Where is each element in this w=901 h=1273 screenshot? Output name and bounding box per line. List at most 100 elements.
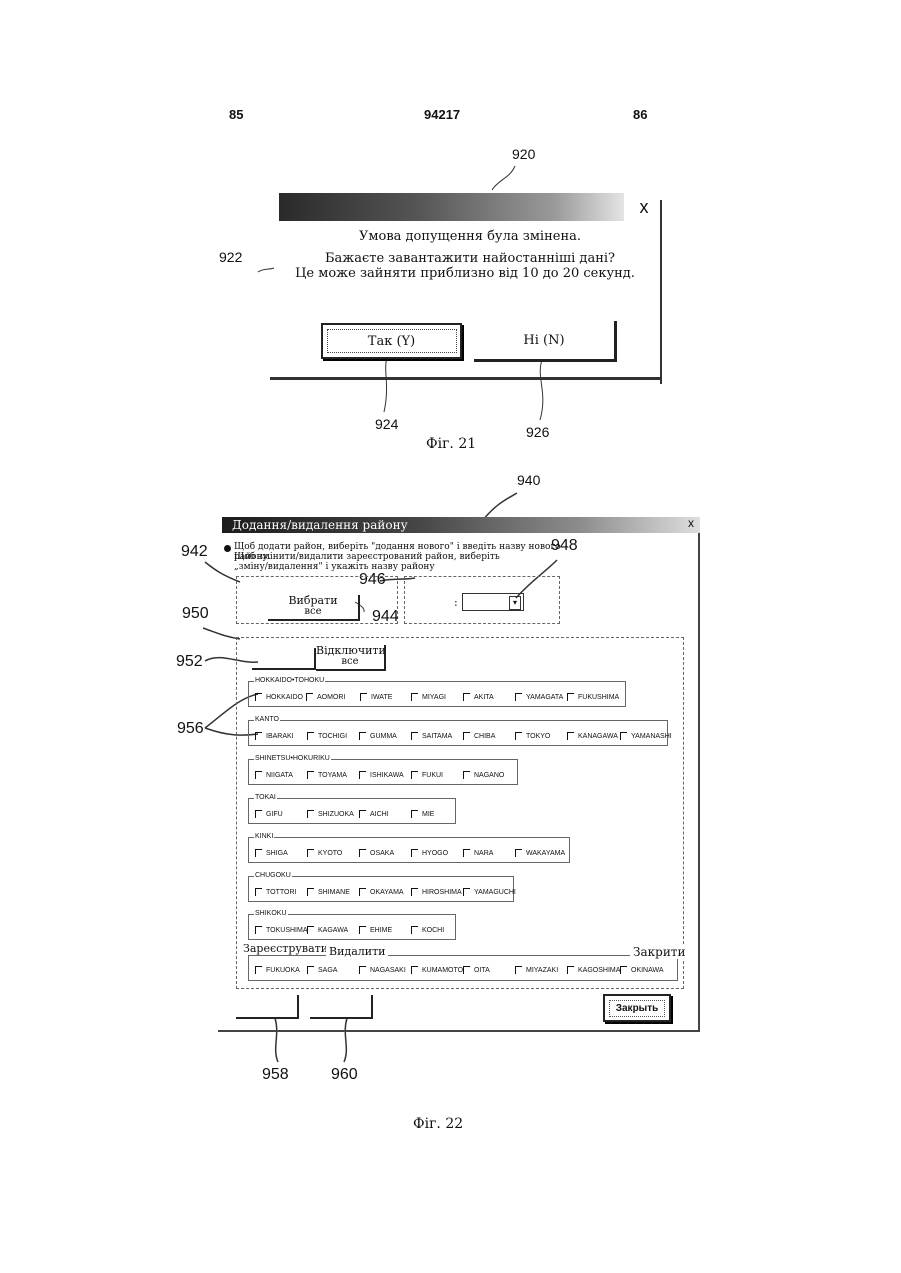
checkbox-icon — [463, 888, 470, 896]
checkbox-yamaguchi[interactable]: YAMAGUCHI — [463, 888, 516, 896]
figure-22-caption: Фіг. 22 — [413, 1116, 463, 1132]
checkbox-kumamoto[interactable]: KUMAMOTO — [411, 966, 463, 974]
checkbox-icon — [255, 888, 262, 896]
instruction-line2: Щоб змінити/видалити зареєстрований райо… — [234, 552, 564, 562]
dialog-frame-right — [698, 533, 700, 1031]
checkbox-label: AKITA — [474, 694, 494, 701]
checkbox-nagasaki[interactable]: NAGASAKI — [359, 966, 406, 974]
checkbox-akita[interactable]: AKITA — [463, 693, 494, 701]
checkbox-miyazaki[interactable]: MIYAZAKI — [515, 966, 558, 974]
checkbox-shizuoka[interactable]: SHIZUOKA — [307, 810, 354, 818]
checkbox-shimane[interactable]: SHIMANE — [307, 888, 350, 896]
checkbox-icon — [307, 810, 314, 818]
group-label: KANTO — [254, 716, 280, 723]
close-icon[interactable]: x — [688, 516, 702, 532]
register-button[interactable] — [236, 995, 299, 1019]
checkbox-label: SHIGA — [266, 850, 288, 857]
checkbox-nara[interactable]: NARA — [463, 849, 493, 857]
checkbox-label: TOTTORI — [266, 889, 296, 896]
checkbox-label: OITA — [474, 967, 490, 974]
checkbox-icon — [255, 849, 262, 857]
dialog-message-line2: Бажаєте завантажити найостанніші дані? — [290, 251, 650, 266]
delete-button[interactable] — [310, 995, 373, 1019]
checkbox-fukuoka[interactable]: FUKUOKA — [255, 966, 300, 974]
checkbox-toyama[interactable]: TOYAMA — [307, 771, 347, 779]
checkbox-okinawa[interactable]: OKINAWA — [620, 966, 664, 974]
checkbox-shiga[interactable]: SHIGA — [255, 849, 288, 857]
checkbox-iwate[interactable]: IWATE — [360, 693, 392, 701]
checkbox-wakayama[interactable]: WAKAYAMA — [515, 849, 565, 857]
instruction-line3: „зміну/видалення" і укажіть назву району — [234, 562, 564, 572]
checkbox-kagoshima[interactable]: KAGOSHIMA — [567, 966, 620, 974]
checkbox-fukushima[interactable]: FUKUSHIMA — [567, 693, 619, 701]
checkbox-yamagata[interactable]: YAMAGATA — [515, 693, 563, 701]
checkbox-miyagi[interactable]: MIYAGI — [411, 693, 446, 701]
checkbox-niigata[interactable]: NIIGATA — [255, 771, 293, 779]
checkbox-gifu[interactable]: GIFU — [255, 810, 283, 818]
dialog-frame-bottom — [270, 377, 662, 380]
checkbox-saga[interactable]: SAGA — [307, 966, 337, 974]
checkbox-oita[interactable]: OITA — [463, 966, 490, 974]
checkbox-icon — [255, 966, 262, 974]
checkbox-aichi[interactable]: AICHI — [359, 810, 389, 818]
region-dropdown[interactable]: ▾ — [462, 593, 524, 611]
register-label[interactable]: Зареєструвати — [243, 942, 331, 955]
checkbox-icon — [360, 693, 367, 701]
checkbox-hyogo[interactable]: HYOGO — [411, 849, 448, 857]
checkbox-tottori[interactable]: TOTTORI — [255, 888, 296, 896]
checkbox-fukui[interactable]: FUKUI — [411, 771, 443, 779]
leader-926 — [540, 360, 543, 420]
select-all-button[interactable]: Вибрати все — [268, 595, 360, 621]
yes-button[interactable]: Так (Y) — [321, 323, 462, 359]
checkbox-nagano[interactable]: NAGANO — [463, 771, 504, 779]
checkbox-label: FUKUSHIMA — [578, 694, 619, 701]
deselect-all-button[interactable]: Відключити все — [316, 645, 386, 671]
checkbox-icon — [307, 732, 314, 740]
checkbox-aomori[interactable]: AOMORI — [306, 693, 345, 701]
close-icon[interactable]: x — [632, 196, 656, 220]
checkbox-mie[interactable]: MIE — [411, 810, 434, 818]
checkbox-icon — [411, 732, 418, 740]
checkbox-label: TOYAMA — [318, 772, 347, 779]
checkbox-ehime[interactable]: EHIME — [359, 926, 392, 934]
checkbox-gumma[interactable]: GUMMA — [359, 732, 397, 740]
checkbox-kochi[interactable]: KOCHI — [411, 926, 444, 934]
checkbox-ibaraki[interactable]: IBARAKI — [255, 732, 294, 740]
checkbox-icon — [255, 926, 262, 934]
checkbox-yamanashi[interactable]: YAMANASHI — [620, 732, 672, 740]
checkbox-chiba[interactable]: CHIBA — [463, 732, 495, 740]
close-label[interactable]: Закрити — [630, 945, 685, 959]
checkbox-kanagawa[interactable]: KANAGAWA — [567, 732, 618, 740]
checkbox-tokushima[interactable]: TOKUSHIMA — [255, 926, 308, 934]
no-button[interactable]: Ні (N) — [474, 321, 617, 362]
dialog-frame-right — [660, 200, 662, 384]
checkbox-icon — [567, 693, 574, 701]
checkbox-label: HOKKAIDO — [266, 694, 303, 701]
checkbox-icon — [411, 926, 418, 934]
checkbox-icon — [411, 849, 418, 857]
checkbox-osaka[interactable]: OSAKA — [359, 849, 394, 857]
checkbox-label: YAMAGUCHI — [474, 889, 516, 896]
checkbox-label: AICHI — [370, 811, 389, 818]
checkbox-tokyo[interactable]: TOKYO — [515, 732, 550, 740]
checkbox-icon — [411, 693, 418, 701]
checkbox-icon — [411, 771, 418, 779]
checkbox-tochigi[interactable]: TOCHIGI — [307, 732, 347, 740]
deselect-all-label-line2: все — [316, 656, 384, 667]
close-button[interactable]: Закрыть — [603, 994, 671, 1022]
checkbox-hokkaido[interactable]: HOKKAIDO — [255, 693, 303, 701]
checkbox-label: KYOTO — [318, 850, 342, 857]
checkbox-kagawa[interactable]: KAGAWA — [307, 926, 348, 934]
delete-label[interactable]: Видалити — [326, 945, 388, 958]
checkbox-okayama[interactable]: OKAYAMA — [359, 888, 404, 896]
chevron-down-icon[interactable]: ▾ — [509, 596, 521, 610]
checkbox-saitama[interactable]: SAITAMA — [411, 732, 452, 740]
checkbox-label: NIIGATA — [266, 772, 293, 779]
checkbox-label: KOCHI — [422, 927, 444, 934]
checkbox-ishikawa[interactable]: ISHIKAWA — [359, 771, 404, 779]
group-label: KINKI — [254, 833, 274, 840]
checkbox-label: ISHIKAWA — [370, 772, 404, 779]
checkbox-hiroshima[interactable]: HIROSHIMA — [411, 888, 462, 896]
checkbox-kyoto[interactable]: KYOTO — [307, 849, 342, 857]
checkbox-label: NAGANO — [474, 772, 504, 779]
